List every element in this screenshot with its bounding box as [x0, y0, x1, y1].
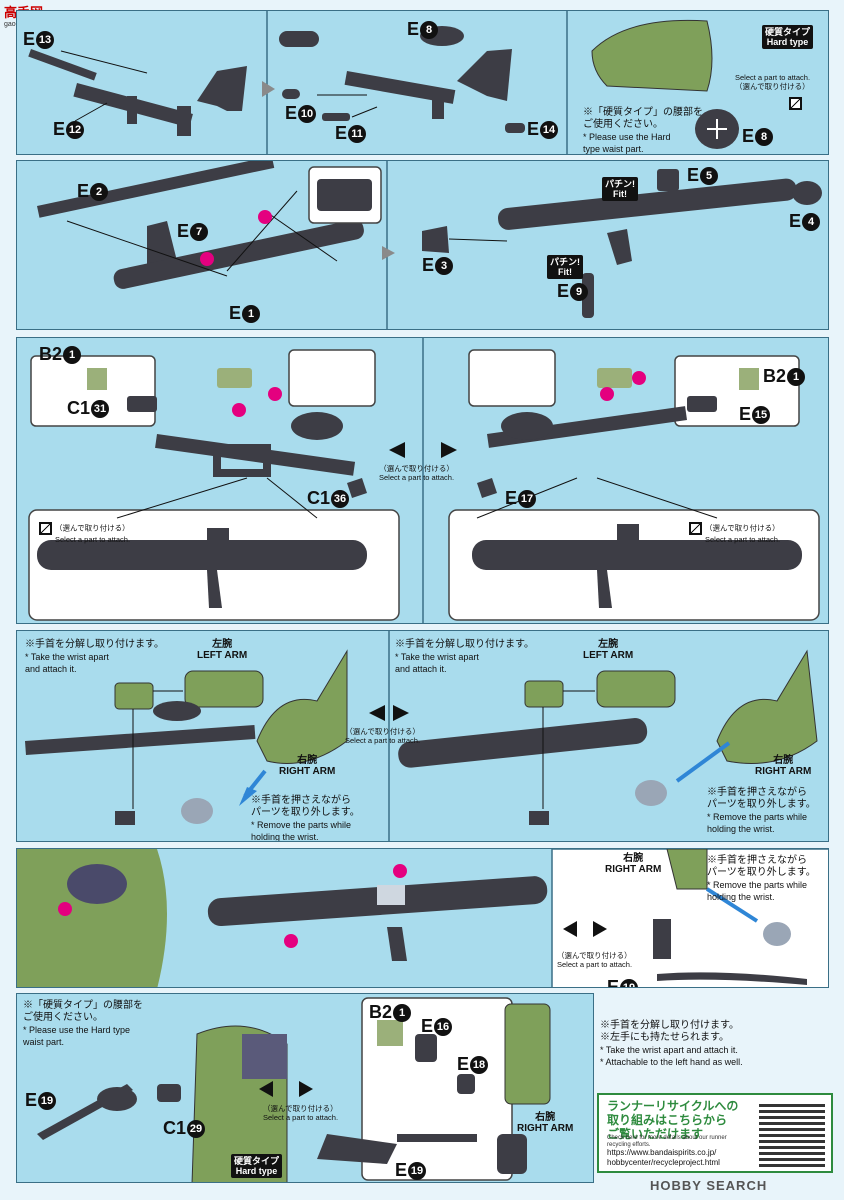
select-icon [789, 97, 802, 110]
select-note: （選んで取り付ける）Select a part to attach. [345, 727, 420, 745]
panel-2-drawing [17, 161, 829, 330]
remove-note: ※手首を押さえながらパーツを取り外します。* Remove the parts … [707, 855, 816, 903]
select-icon [39, 522, 52, 535]
fit-badge: パチン!Fit! [602, 177, 638, 201]
recycle-info-box: ランナーリサイクルへの取り組みはこちらからご覧いただけます Check here… [597, 1093, 833, 1173]
wrist-note: ※手首を分解し取り付けます。 ※左手にも持たせられます。 * Take the … [600, 1020, 743, 1068]
select-note: Select a part to attach.（選んで取り付ける） [735, 73, 810, 91]
select-note: （選んで取り付ける）Select a part to attach. [263, 1104, 338, 1122]
panel-step-6: ※「硬質タイプ」の腰部をご使用ください。* Please use the Har… [16, 993, 594, 1183]
remove-note: ※手首を押さえながらパーツを取り外します。* Remove the parts … [251, 795, 360, 842]
select-note: （選んで取り付ける）Select a part to attach. [39, 522, 130, 544]
hard-type-note: ※「硬質タイプ」の腰部をご使用ください。* Please use the Har… [23, 1000, 143, 1048]
hard-type-note: ※「硬質タイプ」の腰部をご使用ください。 * Please use the Ha… [583, 107, 703, 155]
recycle-desc: Check here for more details about our ru… [607, 1135, 727, 1149]
watermark: HOBBY SEARCH [650, 1178, 767, 1193]
recycle-url[interactable]: https://www.bandaispirits.co.jp/hobbycen… [607, 1148, 720, 1168]
qr-code[interactable] [759, 1101, 825, 1167]
select-note: （選んで取り付ける）Select a part to attach. [689, 522, 780, 544]
fit-badge: パチン!Fit! [547, 255, 583, 279]
remove-note: ※手首を押さえながらパーツを取り外します。* Remove the parts … [707, 787, 816, 835]
select-note: （選んで取り付ける）Select a part to attach. [557, 951, 632, 969]
select-note: （選んで取り付ける）Select a part to attach. [379, 464, 454, 482]
select-icon [689, 522, 702, 535]
part-label: E19 [607, 977, 638, 988]
